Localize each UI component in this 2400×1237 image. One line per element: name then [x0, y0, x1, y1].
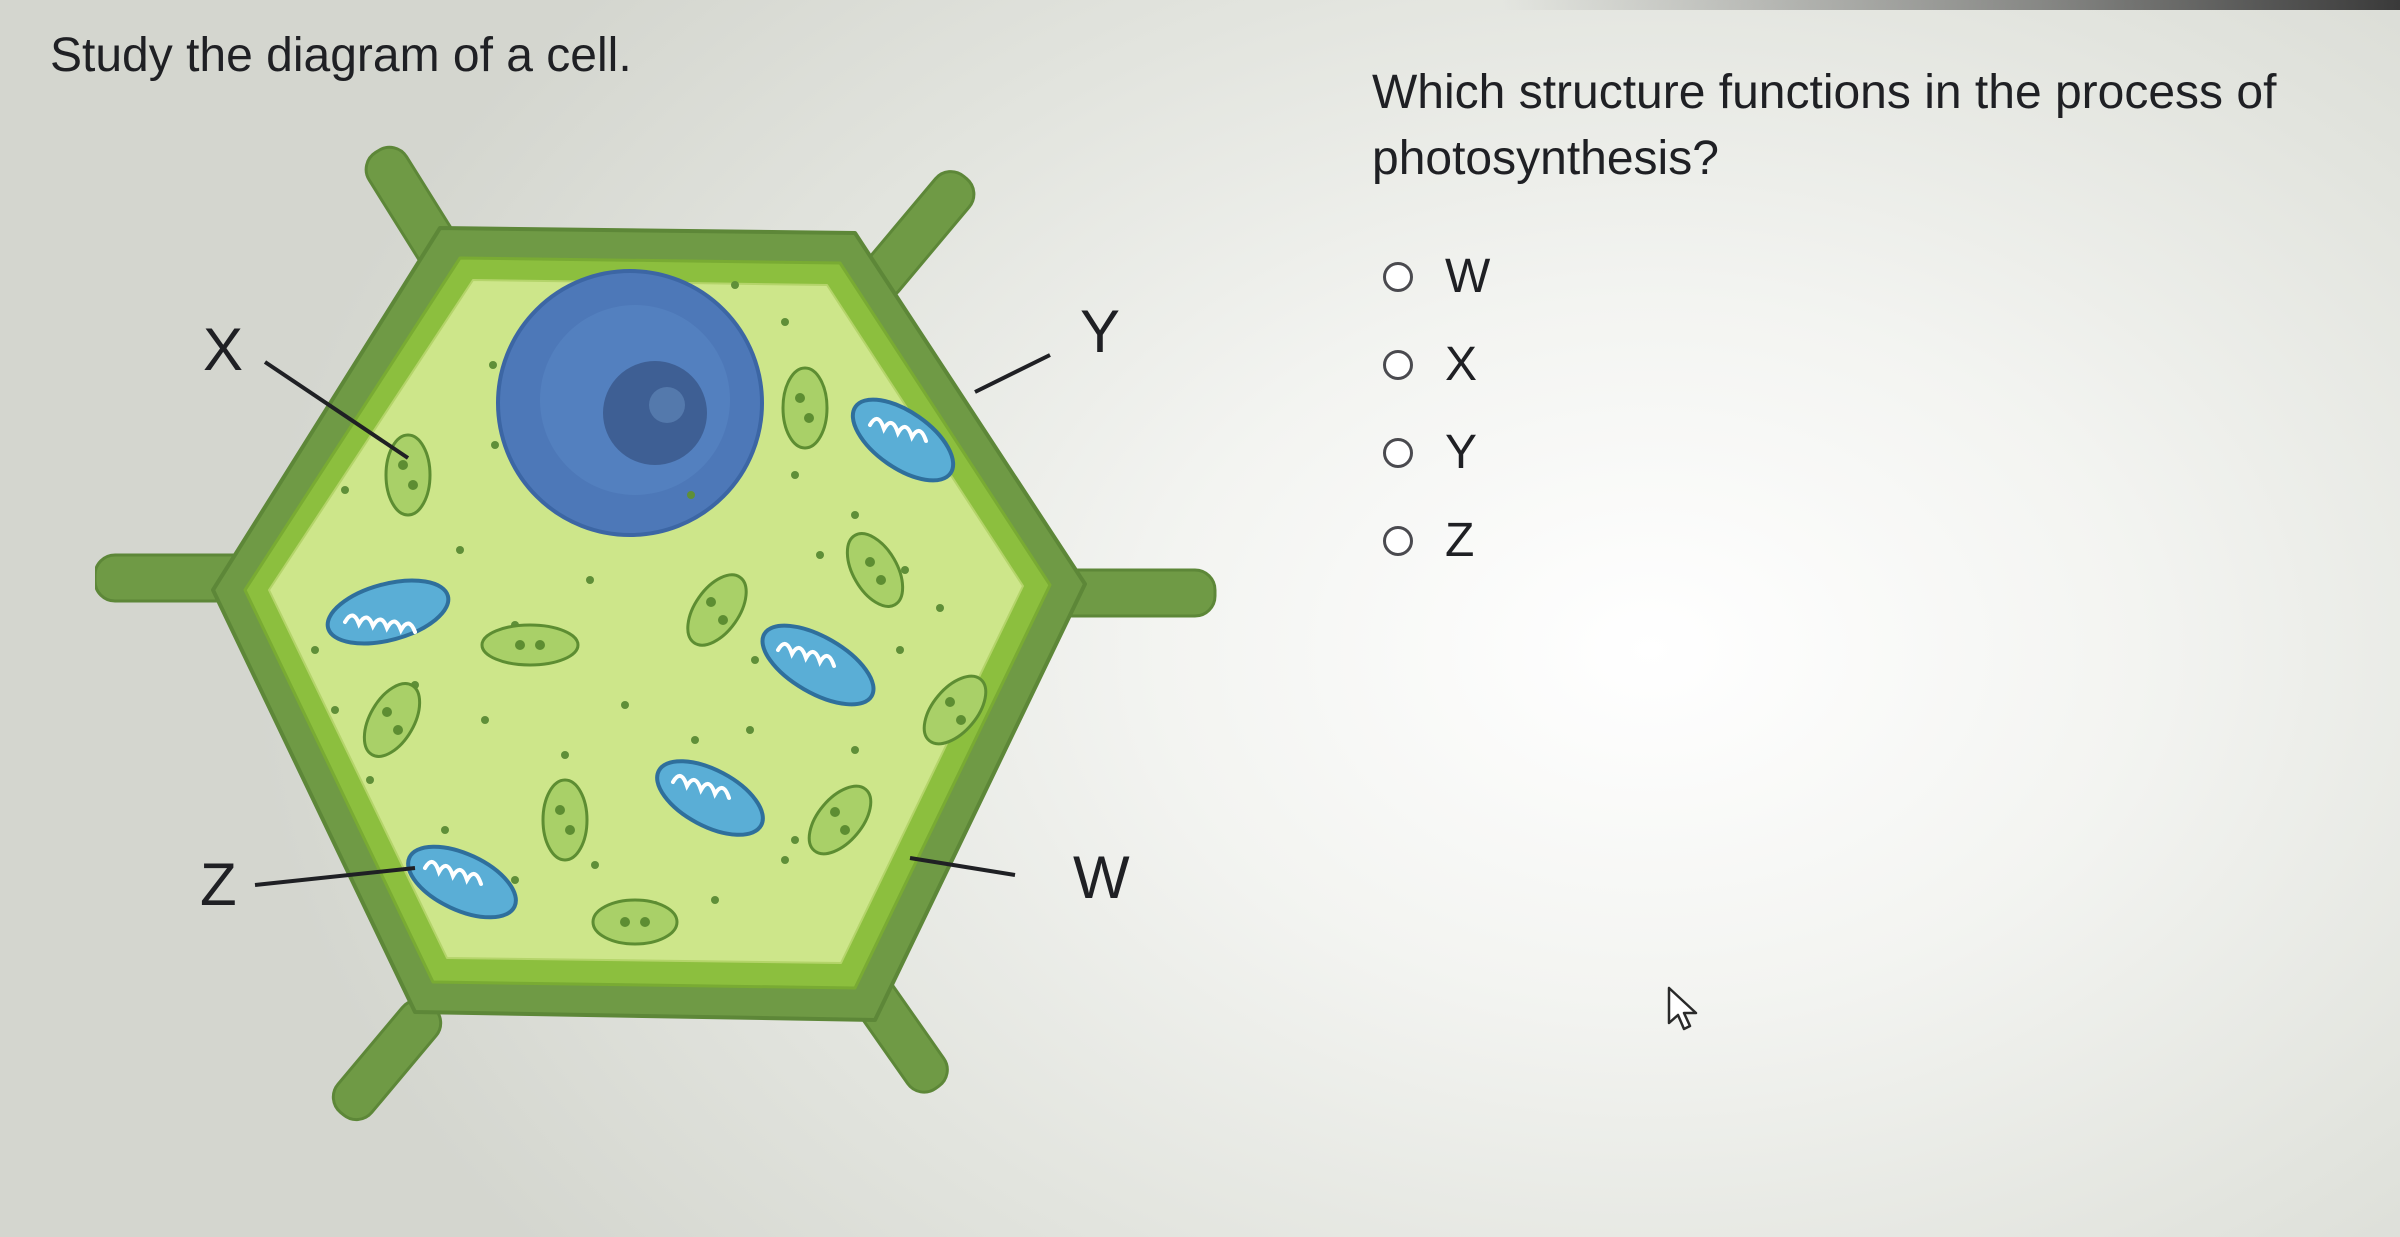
- chloroplasts: [362, 366, 988, 946]
- question-prompt: Which structure functions in the process…: [1372, 66, 2277, 185]
- answer-option-y[interactable]: Y: [1383, 409, 1490, 497]
- label-y: Y: [1080, 298, 1120, 365]
- label-z: Z: [200, 851, 237, 918]
- radio-button-icon[interactable]: [1383, 350, 1413, 380]
- nucleus: [496, 269, 764, 537]
- label-w: W: [1073, 844, 1130, 911]
- question-stem: Study the diagram of a cell.: [50, 29, 632, 82]
- label-leader-lines: [254, 353, 1051, 887]
- leader-line-w: [909, 856, 1016, 877]
- chloroplast-thylakoids: [382, 393, 966, 927]
- radio-button-icon[interactable]: [1383, 262, 1413, 292]
- answer-option-z[interactable]: Z: [1383, 497, 1490, 585]
- plant-cell-diagram: X Y Z W: [95, 145, 1217, 1122]
- answer-option-x[interactable]: X: [1383, 321, 1490, 409]
- answer-option-w[interactable]: W: [1383, 233, 1490, 321]
- leader-line-x: [263, 360, 410, 460]
- cytoplasm-granules: [311, 281, 944, 909]
- option-label: X: [1445, 338, 1478, 391]
- radio-button-icon[interactable]: [1383, 526, 1413, 556]
- option-label: W: [1445, 250, 1491, 303]
- leader-line-z: [254, 866, 416, 887]
- radio-button-icon[interactable]: [1383, 438, 1413, 468]
- screen-edge-shadow: [1500, 0, 2400, 10]
- label-x: X: [203, 316, 243, 383]
- mitochondria-cristae: [343, 417, 928, 886]
- mitochondria: [325, 397, 956, 920]
- cytoplasm: [268, 279, 1024, 964]
- pointer-cursor-icon: [1667, 986, 1698, 1031]
- option-label: Y: [1445, 426, 1478, 479]
- answer-options: W X Y Z: [1383, 233, 1490, 585]
- leader-line-y: [974, 353, 1051, 394]
- option-label: Z: [1445, 514, 1475, 567]
